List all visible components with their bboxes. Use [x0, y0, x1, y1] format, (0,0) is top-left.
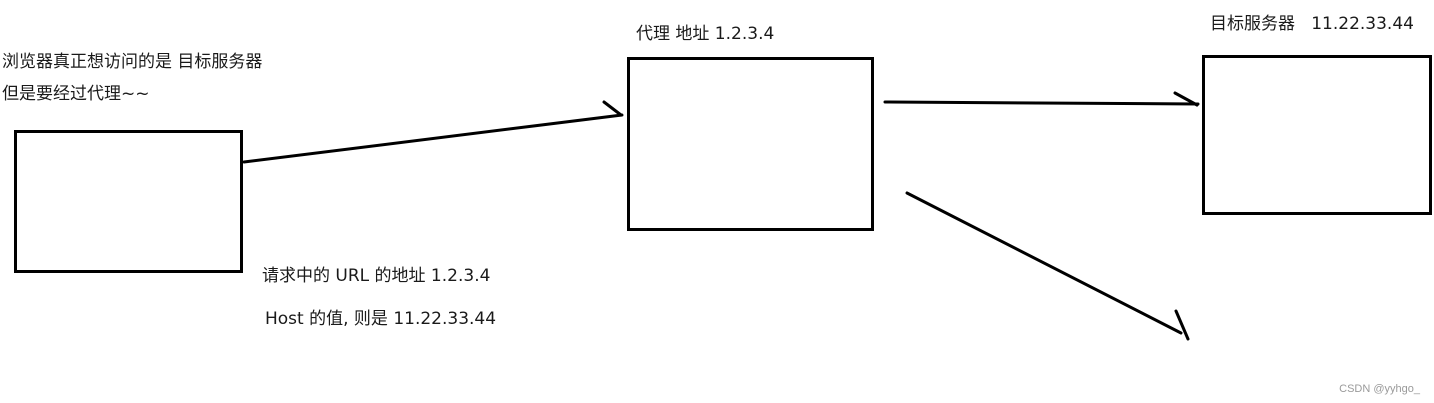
arrow-proxy-down-right — [905, 191, 1190, 341]
browser-box — [14, 130, 243, 273]
arrow-proxy-to-target — [883, 91, 1200, 107]
target-server-label: 目标服务器 11.22.33.44 — [1210, 14, 1414, 34]
watermark: CSDN @yyhgo_ — [1339, 383, 1420, 395]
browser-note-line2: 但是要经过代理~~ — [2, 84, 150, 104]
request-host-line: Host 的值, 则是 11.22.33.44 — [265, 309, 497, 329]
proxy-label: 代理 地址 1.2.3.4 — [636, 24, 775, 44]
arrow-browser-to-proxy — [242, 100, 624, 164]
browser-note-line1: 浏览器真正想访问的是 目标服务器 — [2, 52, 263, 72]
proxy-box — [627, 57, 874, 231]
request-url-line: 请求中的 URL 的地址 1.2.3.4 — [262, 266, 491, 286]
target-server-box — [1202, 55, 1432, 215]
